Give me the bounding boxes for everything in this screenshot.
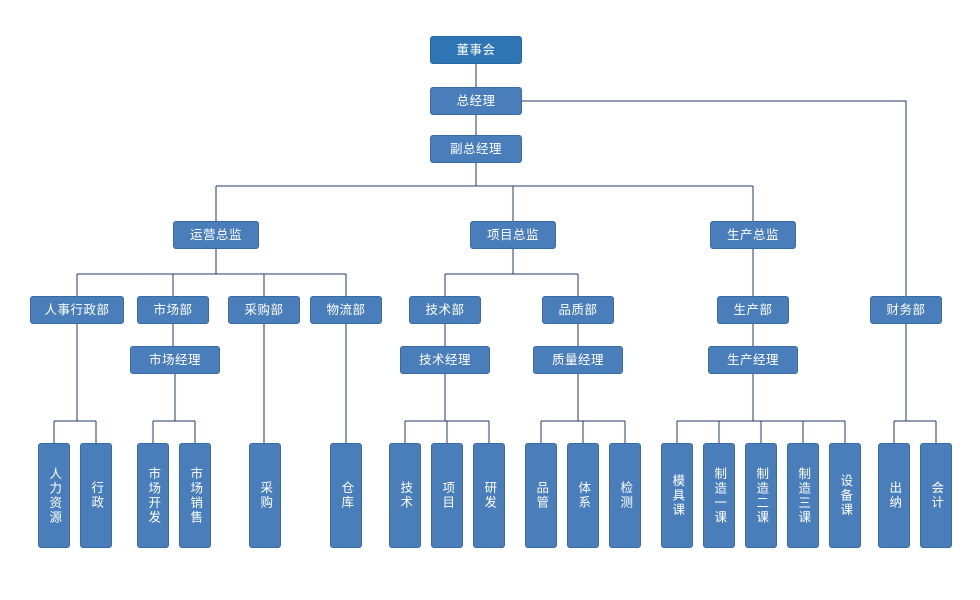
org-node-accountant[interactable]: 会计: [920, 443, 952, 548]
org-node-mold[interactable]: 模具课: [661, 443, 693, 548]
org-node-market_sale[interactable]: 市场销售: [179, 443, 211, 548]
org-node-mfg1[interactable]: 制造一课: [703, 443, 735, 548]
org-node-market_dev[interactable]: 市场开发: [137, 443, 169, 548]
connector: [53, 324, 97, 443]
connector: [152, 374, 196, 443]
org-node-quality_dept[interactable]: 品质部: [542, 296, 614, 324]
org-node-system[interactable]: 体系: [567, 443, 599, 548]
connector: [676, 374, 846, 443]
connector: [76, 249, 347, 296]
org-node-prod_dir[interactable]: 生产总监: [710, 221, 796, 249]
org-node-deputy_gm[interactable]: 副总经理: [430, 135, 522, 163]
org-node-hr_admin[interactable]: 人事行政部: [30, 296, 124, 324]
connector: [404, 374, 490, 443]
org-node-inspect[interactable]: 检测: [609, 443, 641, 548]
org-node-gm[interactable]: 总经理: [430, 87, 522, 115]
org-node-mfg2[interactable]: 制造二课: [745, 443, 777, 548]
org-node-purchase[interactable]: 采购: [249, 443, 281, 548]
org-node-market_dept[interactable]: 市场部: [137, 296, 209, 324]
org-node-hr_res[interactable]: 人力资源: [38, 443, 70, 548]
connector: [215, 163, 754, 221]
org-node-quality_mgr[interactable]: 质量经理: [533, 346, 623, 374]
connector: [540, 374, 626, 443]
org-node-board[interactable]: 董事会: [430, 36, 522, 64]
org-node-prod_dept[interactable]: 生产部: [717, 296, 789, 324]
org-node-tech_mgr[interactable]: 技术经理: [400, 346, 490, 374]
org-node-ops_dir[interactable]: 运营总监: [173, 221, 259, 249]
connector: [444, 249, 579, 296]
org-node-admin[interactable]: 行政: [80, 443, 112, 548]
org-node-project[interactable]: 项目: [431, 443, 463, 548]
org-node-tech_dept[interactable]: 技术部: [409, 296, 481, 324]
org-node-qc[interactable]: 品管: [525, 443, 557, 548]
org-node-cashier[interactable]: 出纳: [878, 443, 910, 548]
org-node-rnd[interactable]: 研发: [473, 443, 505, 548]
org-node-market_mgr[interactable]: 市场经理: [130, 346, 220, 374]
org-node-warehouse[interactable]: 仓库: [330, 443, 362, 548]
org-node-prod_mgr[interactable]: 生产经理: [708, 346, 798, 374]
connector: [893, 324, 937, 443]
org-node-finance_dept[interactable]: 财务部: [870, 296, 942, 324]
connector: [522, 100, 907, 296]
org-node-mfg3[interactable]: 制造三课: [787, 443, 819, 548]
org-node-equip[interactable]: 设备课: [829, 443, 861, 548]
org-node-proj_dir[interactable]: 项目总监: [470, 221, 556, 249]
org-node-tech[interactable]: 技术: [389, 443, 421, 548]
org-node-logistics_dept[interactable]: 物流部: [310, 296, 382, 324]
org-node-purchase_dept[interactable]: 采购部: [228, 296, 300, 324]
